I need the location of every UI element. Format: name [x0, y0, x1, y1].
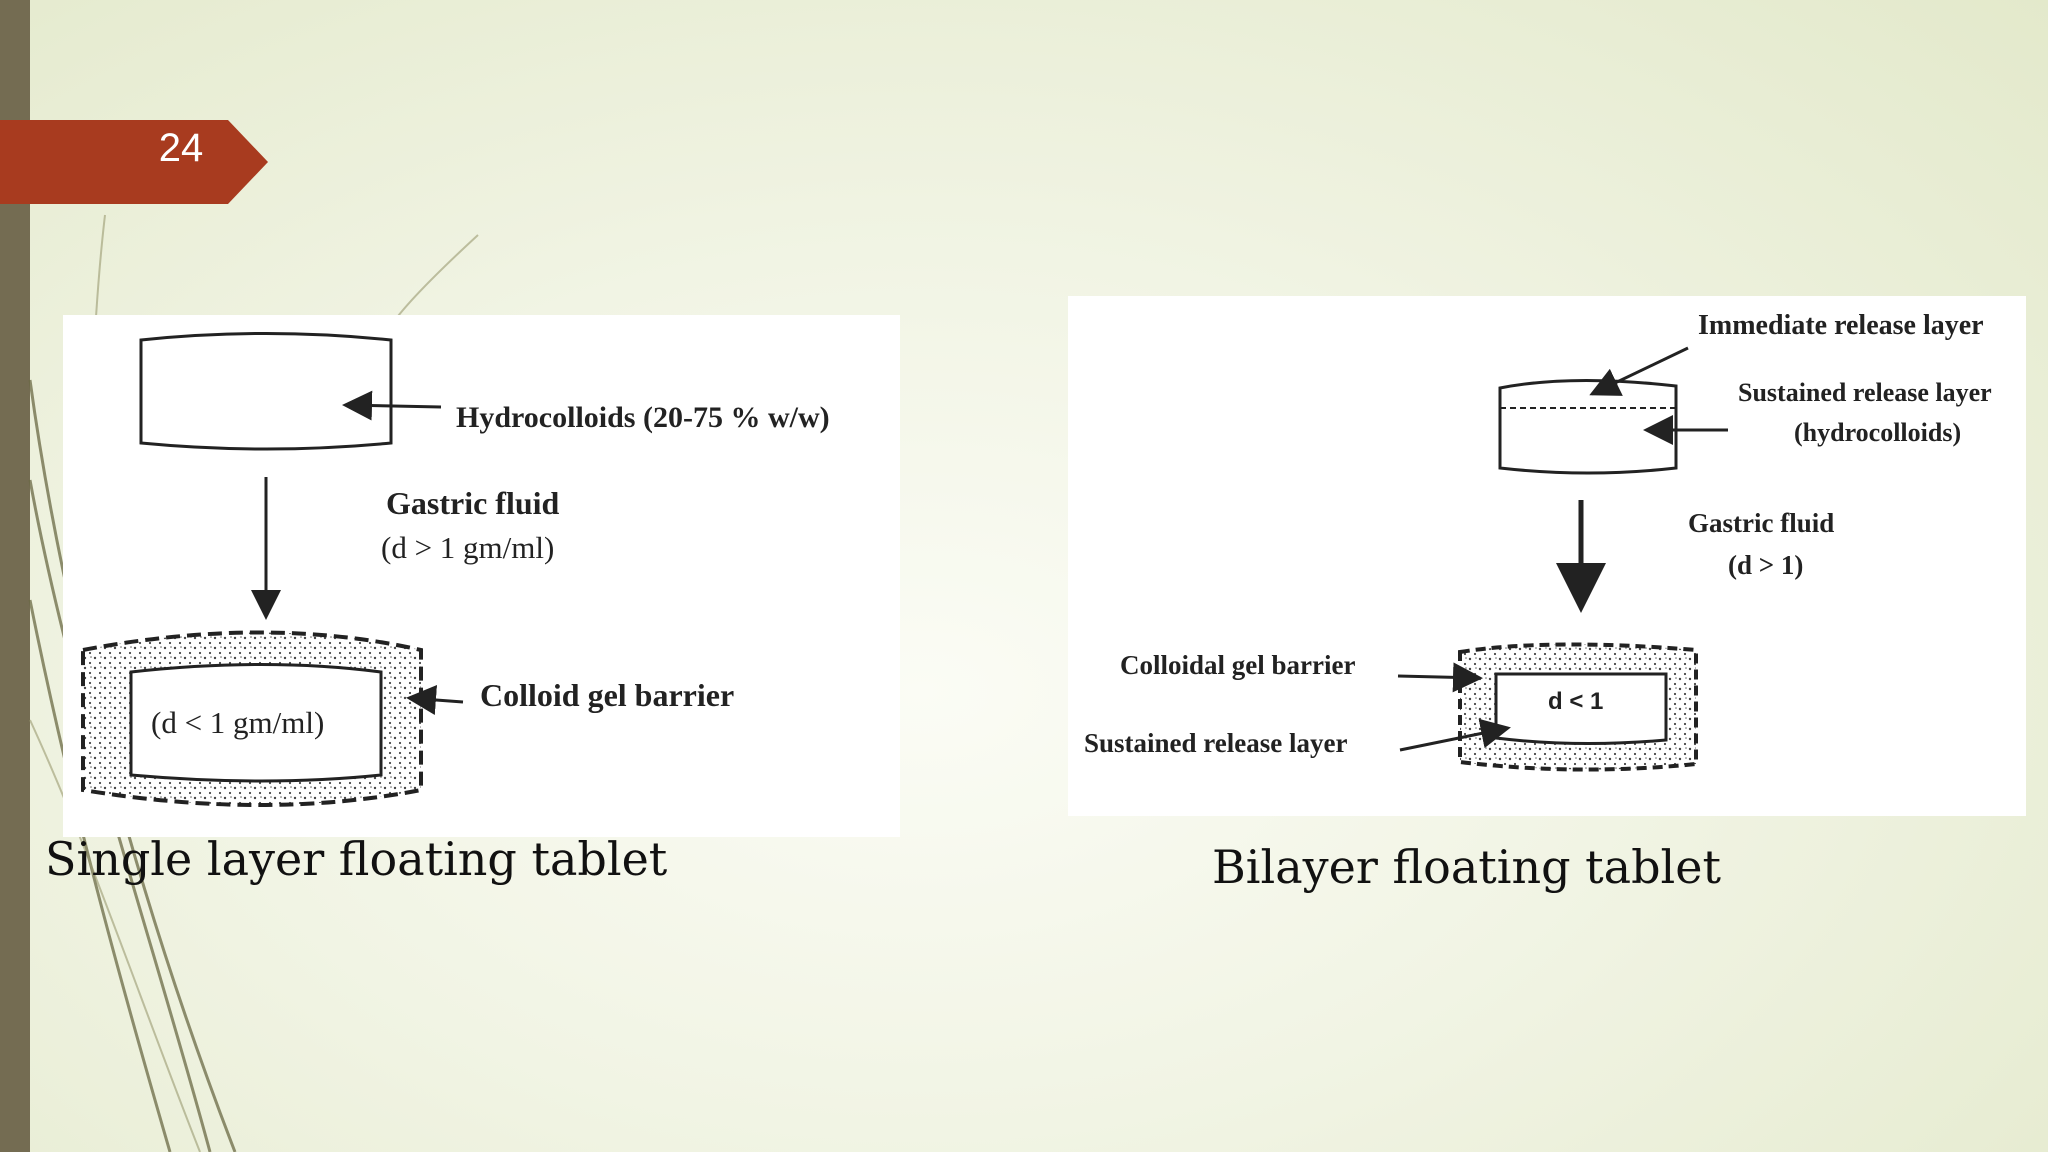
- sustained-layer-arrow: [1399, 718, 1511, 752]
- immediate-release-label: Immediate release layer: [1698, 310, 1984, 341]
- inner-tablet: [129, 663, 383, 783]
- tablet-shape: [139, 332, 393, 451]
- slide-number-tab: 24: [0, 0, 270, 210]
- gastric-fluid-label: Gastric fluid: [1688, 508, 1835, 538]
- immediate-release-arrow: [1589, 346, 1689, 396]
- gel-barrier-arrow: [406, 685, 464, 715]
- hydrocolloids-arrow: [342, 390, 442, 421]
- sustained-release-label: Sustained release layer: [1738, 378, 1992, 407]
- hydrocolloids-label: Hydrocolloids (20-75 % w/w): [456, 401, 830, 434]
- fluid-density-label: (d > 1): [1728, 550, 1804, 580]
- single-layer-caption: Single layer floating tablet: [45, 832, 668, 886]
- tablet-density-label: (d < 1 gm/ml): [151, 705, 325, 740]
- bilayer-diagram: Immediate release layer Sustained releas…: [1068, 296, 2026, 816]
- slide-number: 24: [158, 126, 204, 170]
- sustained-release-layer-label: Sustained release layer: [1084, 728, 1348, 758]
- single-layer-diagram: Hydrocolloids (20-75 % w/w) Gastric flui…: [63, 315, 900, 837]
- fluid-density-label: (d > 1 gm/ml): [381, 530, 555, 565]
- colloidal-gel-arrow: [1397, 662, 1483, 693]
- colloidal-gel-barrier-label: Colloidal gel barrier: [1120, 650, 1356, 680]
- hydrocolloids-label: (hydrocolloids): [1794, 418, 1962, 447]
- bilayer-caption: Bilayer floating tablet: [1212, 840, 1721, 894]
- colloid-gel-barrier-label: Colloid gel barrier: [480, 677, 735, 713]
- gastric-fluid-label: Gastric fluid: [386, 485, 560, 521]
- bilayer-tablet-shape: [1498, 378, 1678, 475]
- tablet-density-label: d < 1: [1548, 688, 1604, 715]
